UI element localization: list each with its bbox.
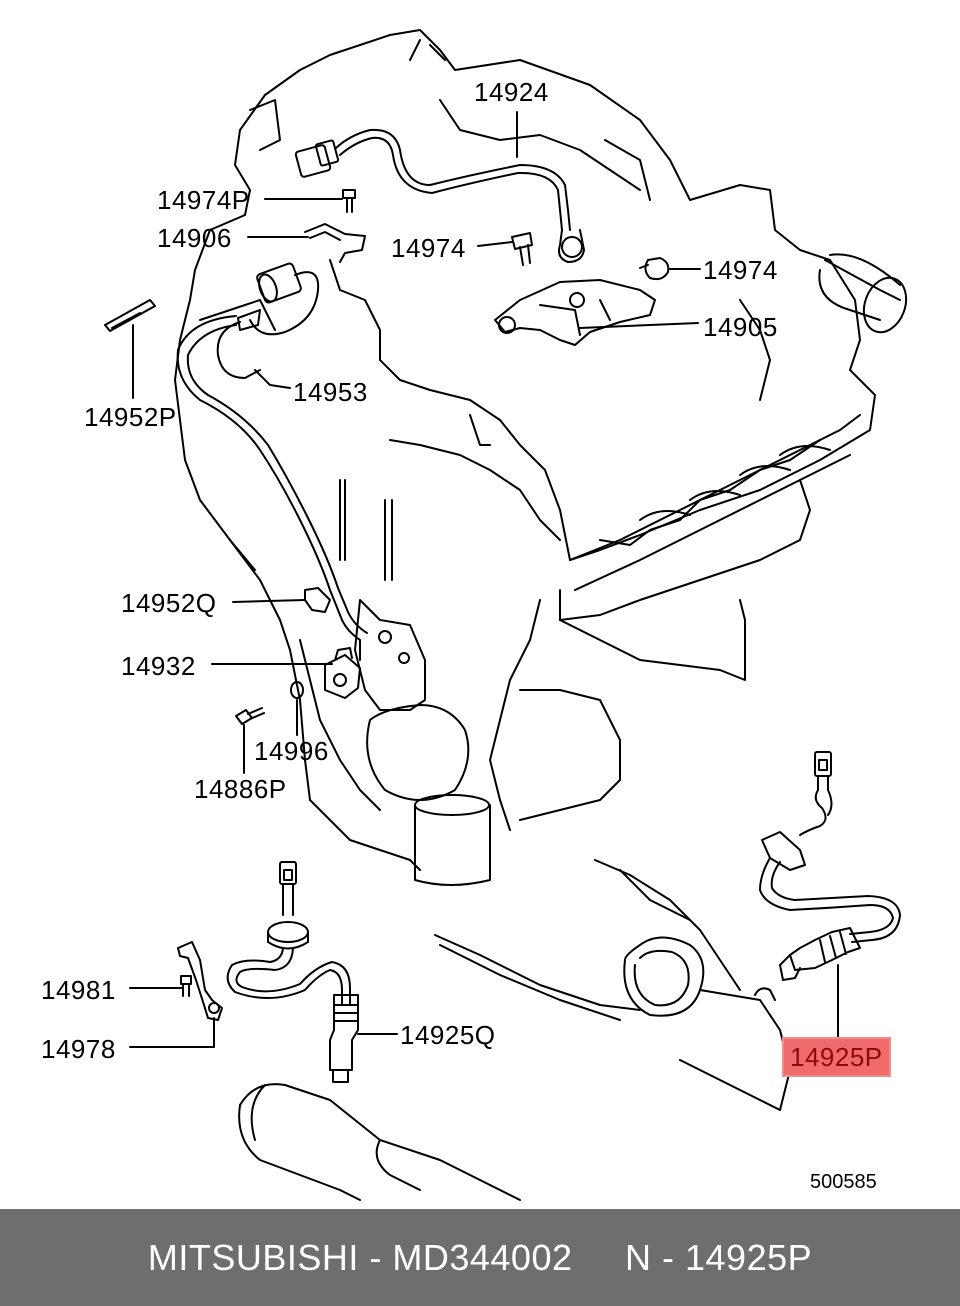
callout-14978: 14978: [41, 1034, 116, 1064]
callout-14905: 14905: [703, 312, 778, 342]
clip-14952q: [305, 588, 330, 612]
sensor-harness-14953: [178, 262, 367, 660]
diagram-code: 500585: [810, 1171, 877, 1193]
sensor-harness-14924: [295, 130, 584, 262]
callout-14974-left: 14974: [391, 233, 466, 263]
bolt-14886p: [236, 708, 264, 724]
clip-14952p: [105, 300, 155, 331]
callout-14886p: 14886P: [194, 774, 287, 804]
footer-bar: MITSUBISHI - MD344002 N - 14925P: [0, 1209, 960, 1306]
engine-drawing: [0, 0, 960, 1208]
bracket-14978: [178, 942, 222, 1020]
parts-diagram: 14924 14974P 14906 14974 14974 14905 149…: [0, 0, 960, 1208]
footer-ref-code: 14925P: [685, 1236, 813, 1278]
bracket-14906: [305, 224, 365, 262]
bolt-14974-right: [640, 258, 668, 279]
bolt-14974-left: [512, 233, 532, 265]
bracket-14905: [495, 280, 655, 345]
oxygen-sensor-14925p: [760, 752, 900, 980]
callout-14925p-highlighted: 14925P: [782, 1037, 891, 1077]
bolt-14974p: [343, 190, 355, 212]
callout-14974p: 14974P: [157, 185, 250, 215]
footer-separator: -: [358, 1236, 393, 1278]
oxygen-sensor-14925q: [228, 862, 358, 1082]
footer-brand: MITSUBISHI: [147, 1236, 359, 1278]
footer-part-number: MD344002: [392, 1236, 573, 1278]
callout-14906: 14906: [157, 223, 232, 253]
callout-14925q: 14925Q: [400, 1020, 496, 1050]
callout-14981: 14981: [41, 975, 116, 1005]
footer-gap: [573, 1237, 626, 1279]
callout-14924: 14924: [474, 77, 549, 107]
callout-14996: 14996: [254, 736, 329, 766]
callout-14952q: 14952Q: [121, 588, 217, 618]
sensor-14932: [325, 648, 360, 698]
callout-14974-right: 14974: [703, 255, 778, 285]
engine-block: [175, 30, 913, 920]
washer-14996: [291, 682, 303, 698]
callout-14932: 14932: [121, 651, 196, 681]
exhaust-pipes: [239, 860, 790, 1200]
bolt-14981: [181, 976, 191, 996]
footer-separator-2: -: [651, 1236, 686, 1278]
callout-14952p: 14952P: [84, 402, 177, 432]
callout-14953: 14953: [293, 377, 368, 407]
leader-lines: [130, 112, 838, 1047]
footer-ref-prefix: N: [625, 1236, 652, 1278]
